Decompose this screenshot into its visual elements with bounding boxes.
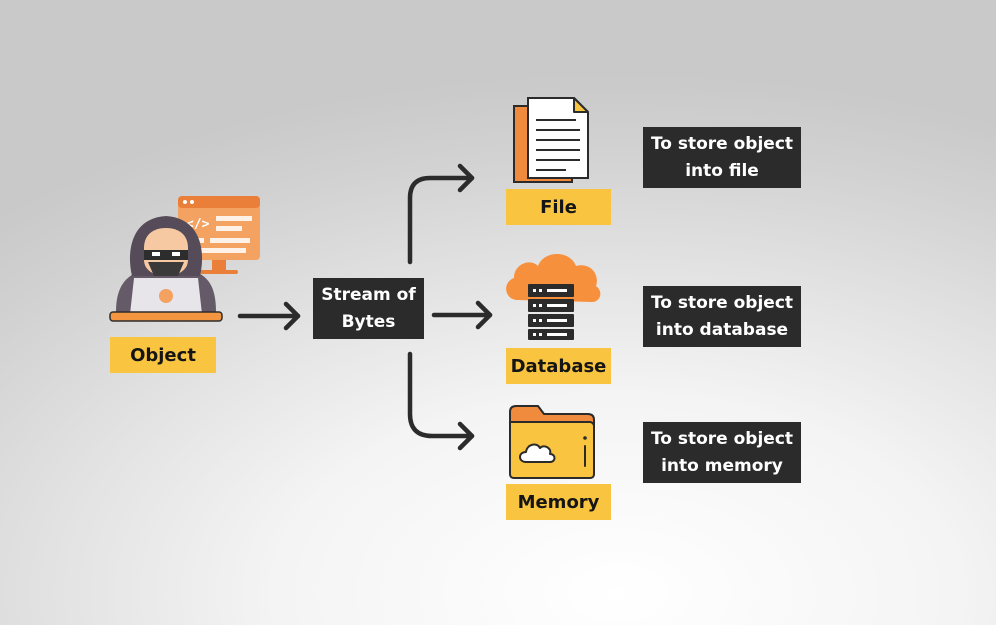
arrow-stream-to-file — [407, 163, 475, 265]
memory-description-box: To store object into memory — [643, 422, 801, 483]
memory-description-line-2: into memory — [661, 455, 783, 476]
object-label: Object — [110, 337, 216, 373]
database-description-line-2: into database — [655, 319, 789, 340]
stream-line-1: Stream of — [321, 284, 416, 305]
stream-line-2: Bytes — [341, 311, 396, 332]
arrow-object-to-stream — [237, 301, 301, 331]
memory-description-line-1: To store object — [650, 428, 794, 449]
memory-label: Memory — [506, 484, 611, 520]
stream-of-bytes-box: Stream of Bytes — [313, 278, 424, 339]
cloud-server-icon — [506, 254, 601, 340]
file-description-line-1: To store object — [650, 133, 794, 154]
file-description-line-2: into file — [685, 160, 759, 181]
file-label: File — [506, 189, 611, 225]
arrow-stream-to-memory — [407, 351, 475, 451]
arrow-stream-to-database — [431, 300, 493, 330]
document-icon — [513, 97, 589, 183]
file-description-box: To store object into file — [643, 127, 801, 188]
cloud-folder-icon — [509, 405, 595, 479]
database-description-box: To store object into database — [643, 286, 801, 347]
database-description-line-1: To store object — [650, 292, 794, 313]
hacker-laptop-icon: </> — [109, 196, 260, 322]
database-label: Database — [506, 348, 611, 384]
